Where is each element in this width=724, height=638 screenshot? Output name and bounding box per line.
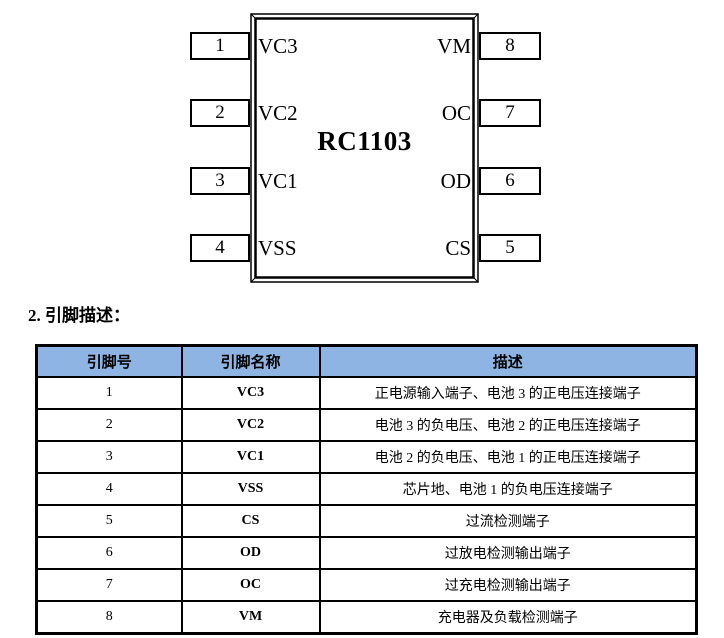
cell-pin-name: VM [180, 600, 321, 635]
section-heading: 2. 引脚描述： [28, 306, 130, 325]
table-row: 4 VSS 芯片地、电池 1 的负电压连接端子 [35, 472, 698, 506]
pin-name-vc2: VC2 [258, 101, 298, 125]
pin-lead-box-6: 6 [479, 167, 541, 195]
cell-pin-description: 电池 3 的负电压、电池 2 的正电压连接端子 [318, 408, 698, 442]
pin-name-oc: OC [441, 101, 471, 125]
cell-pin-description: 过充电检测输出端子 [318, 568, 698, 602]
pin-lead-box-5: 5 [479, 234, 541, 262]
pin-name-cs: CS [445, 236, 471, 260]
pin-name-vss: VSS [258, 236, 297, 260]
cell-pin-description: 充电器及负载检测端子 [318, 600, 698, 635]
pin-diagram: RC1103 1 2 3 4 8 7 6 5 VC3 VC2 VC1 VSS V… [0, 0, 724, 300]
pin-description-table: 引脚号 引脚名称 描述 1 VC3 正电源输入端子、电池 3 的正电压连接端子 … [35, 344, 698, 635]
pin-lead-box-7: 7 [479, 99, 541, 127]
cell-pin-description: 过放电检测输出端子 [318, 536, 698, 570]
cell-pin-name: VC1 [180, 440, 321, 474]
cell-pin-number: 1 [35, 376, 183, 410]
col-header-pin-name: 引脚名称 [180, 344, 321, 378]
pin-lead-box-8: 8 [479, 32, 541, 60]
table-row: 5 CS 过流检测端子 [35, 504, 698, 538]
table-row: 1 VC3 正电源输入端子、电池 3 的正电压连接端子 [35, 376, 698, 410]
cell-pin-name: VC2 [180, 408, 321, 442]
pin-lead-box-3: 3 [190, 167, 250, 195]
table-row: 2 VC2 电池 3 的负电压、电池 2 的正电压连接端子 [35, 408, 698, 442]
cell-pin-name: OC [180, 568, 321, 602]
cell-pin-name: VC3 [180, 376, 321, 410]
pin-name-vc3: VC3 [258, 34, 298, 58]
cell-pin-number: 3 [35, 440, 183, 474]
cell-pin-number: 7 [35, 568, 183, 602]
cell-pin-number: 8 [35, 600, 183, 635]
table-row: 6 OD 过放电检测输出端子 [35, 536, 698, 570]
cell-pin-number: 5 [35, 504, 183, 538]
chip-body [250, 13, 479, 283]
cell-pin-description: 芯片地、电池 1 的负电压连接端子 [318, 472, 698, 506]
pin-name-od: OD [440, 169, 471, 193]
cell-pin-description: 电池 2 的负电压、电池 1 的正电压连接端子 [318, 440, 698, 474]
pin-lead-box-2: 2 [190, 99, 250, 127]
cell-pin-name: CS [180, 504, 321, 538]
table-row: 3 VC1 电池 2 的负电压、电池 1 的正电压连接端子 [35, 440, 698, 474]
chip-part-number: RC1103 [317, 126, 412, 156]
col-header-pin-number: 引脚号 [35, 344, 183, 378]
table-row: 8 VM 充电器及负载检测端子 [35, 600, 698, 635]
cell-pin-description: 正电源输入端子、电池 3 的正电压连接端子 [318, 376, 698, 410]
cell-pin-number: 4 [35, 472, 183, 506]
pin-name-vc1: VC1 [258, 169, 298, 193]
pin-lead-box-1: 1 [190, 32, 250, 60]
cell-pin-description: 过流检测端子 [318, 504, 698, 538]
cell-pin-number: 2 [35, 408, 183, 442]
col-header-description: 描述 [318, 344, 698, 378]
pin-lead-box-4: 4 [190, 234, 250, 262]
table-header-row: 引脚号 引脚名称 描述 [35, 344, 698, 378]
cell-pin-number: 6 [35, 536, 183, 570]
cell-pin-name: VSS [180, 472, 321, 506]
table-row: 7 OC 过充电检测输出端子 [35, 568, 698, 602]
pin-name-vm: VM [437, 34, 471, 58]
cell-pin-name: OD [180, 536, 321, 570]
